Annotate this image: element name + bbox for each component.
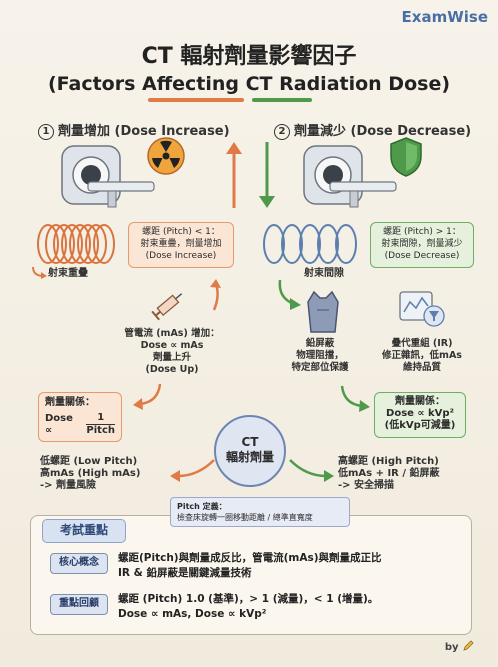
page-subtitle: (Factors Affecting CT Radiation Dose) — [47, 73, 451, 95]
ct-scanner-icon — [303, 145, 397, 208]
key-review-tag: 重點回顧 — [50, 594, 108, 615]
dose-kvp-relation-box: 劑量關係： Dose ∝ kVp² (低kVp可減量) — [374, 392, 466, 438]
high-pitch-summary: 高螺距 (High Pitch) 低mAs + IR / 鉛屏蔽 -> 安全掃描 — [338, 456, 440, 492]
ir-line: 維持品質 — [402, 362, 441, 373]
circle-line: 輻射劑量 — [225, 450, 274, 464]
ct-dose-circle: CT 輻射劑量 — [214, 415, 286, 487]
pitch-def-body: 檢查床旋轉一圈移動距離 / 總準直寬度 — [177, 513, 313, 522]
exam-line: Dose ∝ mAs, Dose ∝ kVp² — [118, 608, 267, 620]
pitch-high-box: 螺距 (Pitch) > 1： 射束間隙，劑量減少 (Dose Decrease… — [370, 222, 474, 268]
summary-line: -> 劑量風險 — [40, 480, 97, 491]
brand-logo: ExamWise — [401, 8, 488, 26]
circle-line: CT — [241, 435, 259, 449]
author-credit: by — [445, 640, 474, 653]
mas-line: 管電流 (mAs) 增加： — [124, 328, 220, 339]
dose-pitch-relation-box: 劑量關係： Dose ∝ 1 Pitch — [38, 392, 122, 442]
gap-label: 射束間隙 — [304, 268, 344, 279]
arrow-right-icon — [289, 459, 334, 482]
wide-helix-icon — [263, 224, 357, 264]
section-decrease-label: 劑量減少 (Dose Decrease) — [294, 124, 472, 139]
curved-arrow-icon — [210, 279, 221, 311]
ct-scanner-icon — [61, 145, 155, 208]
shield-line: 特定部位保護 — [291, 362, 349, 373]
curved-arrow-icon — [340, 385, 370, 412]
title-underline-green — [252, 98, 312, 102]
exam-tab: 考試重點 — [42, 519, 126, 543]
relation-prefix: Dose ∝ — [45, 412, 73, 436]
pitch-low-box: 螺距 (Pitch) < 1： 射束重疊，劑量增加 (Dose Increase… — [128, 222, 234, 268]
mas-increase-text: 管電流 (mAs) 增加： Dose ∝ mAs 劑量上升 (Dose Up) — [112, 328, 232, 376]
arrow-left-icon — [170, 459, 215, 482]
exam-line: IR & 鉛屏蔽是關鍵減量技術 — [118, 567, 252, 579]
page-title: CT 輻射劑量影響因子 — [141, 44, 357, 69]
pitch-high-line: (Dose Decrease) — [384, 251, 460, 261]
lead-apron-icon — [307, 290, 339, 333]
shield-icon — [390, 137, 422, 177]
core-concept-text: 螺距(Pitch)與劑量成反比，管電流(mAs)與劑量成正比 IR & 鉛屏蔽是… — [118, 551, 458, 581]
lead-shield-text: 鉛屏蔽 物理阻擋， 特定部位保護 — [280, 338, 360, 374]
arrow-up-icon — [226, 142, 242, 208]
shield-line: 物理阻擋， — [296, 350, 344, 361]
summary-line: 低螺距 (Low Pitch) — [40, 456, 138, 467]
mas-line: 劑量上升 — [152, 352, 191, 363]
tight-helix-icon — [37, 224, 115, 264]
fraction-denominator: Pitch — [86, 425, 115, 436]
shield-line: 鉛屏蔽 — [305, 338, 335, 349]
relation-line: (低kVp可減量) — [384, 420, 456, 431]
pitch-def-title: Pitch 定義： — [177, 502, 227, 511]
relation-title: 劑量關係： — [45, 397, 95, 408]
section-increase-label: 劑量增加 (Dose Increase) — [58, 124, 230, 139]
ir-text: 疊代重組 (IR) 修正雜訊，低mAs 維持品質 — [374, 338, 470, 374]
curved-arrow-icon — [133, 383, 162, 410]
overlap-label: 射束重疊 — [48, 268, 88, 279]
ir-line: 修正雜訊，低mAs — [382, 350, 462, 361]
relation-fraction: 1 Pitch — [86, 412, 115, 437]
mas-line: (Dose Up) — [145, 364, 199, 375]
exam-line: 螺距 (Pitch) 1.0 (基準)，> 1 (減量)，< 1 (增量)。 — [118, 593, 379, 605]
ir-filter-icon — [399, 291, 445, 327]
title-underline-orange — [148, 98, 244, 102]
summary-line: 高mAs (High mAs) — [40, 468, 141, 479]
pitch-low-line: 射束重疊，劑量增加 — [140, 239, 222, 249]
circle-text: CT 輻射劑量 — [216, 417, 284, 465]
mas-line: Dose ∝ mAs — [140, 340, 204, 351]
key-review-text: 螺距 (Pitch) 1.0 (基準)，> 1 (減量)，< 1 (增量)。 D… — [118, 592, 458, 622]
pitch-low-line: 螺距 (Pitch) < 1： — [142, 227, 220, 237]
summary-line: 低mAs + IR / 鉛屏蔽 — [338, 468, 440, 479]
fraction-numerator: 1 — [86, 412, 115, 425]
relation-formula: Dose ∝ 1 Pitch — [45, 412, 115, 437]
section-number: 1 — [38, 124, 54, 140]
radiation-icon — [147, 137, 185, 175]
summary-line: 高螺距 (High Pitch) — [338, 456, 439, 467]
curved-arrow-icon — [278, 279, 301, 310]
pitch-high-line: 螺距 (Pitch) > 1： — [383, 227, 461, 237]
pencil-icon — [463, 640, 474, 651]
relation-line: Dose ∝ kVp² — [386, 408, 454, 419]
exam-line: 螺距(Pitch)與劑量成反比，管電流(mAs)與劑量成正比 — [118, 552, 382, 564]
curved-arrow-icon — [32, 266, 47, 279]
arrow-down-icon — [259, 142, 275, 208]
syringe-icon — [151, 293, 183, 321]
core-concept-tag: 核心概念 — [50, 553, 108, 574]
section-number: 2 — [274, 124, 290, 140]
section-decrease-heading: 2 劑量減少 (Dose Decrease) — [274, 120, 471, 140]
pitch-high-line: 射束間隙，劑量減少 — [381, 239, 463, 249]
pitch-definition-note: Pitch 定義： 檢查床旋轉一圈移動距離 / 總準直寬度 — [170, 497, 350, 527]
relation-line: 劑量關係： — [395, 396, 445, 407]
pitch-low-line: (Dose Increase) — [145, 251, 217, 261]
low-pitch-summary: 低螺距 (Low Pitch) 高mAs (High mAs) -> 劑量風險 — [40, 456, 140, 492]
section-increase-heading: 1 劑量增加 (Dose Increase) — [38, 120, 230, 140]
summary-line: -> 安全掃描 — [338, 480, 395, 491]
by-label: by — [444, 642, 459, 653]
ir-line: 疊代重組 (IR) — [391, 338, 453, 349]
